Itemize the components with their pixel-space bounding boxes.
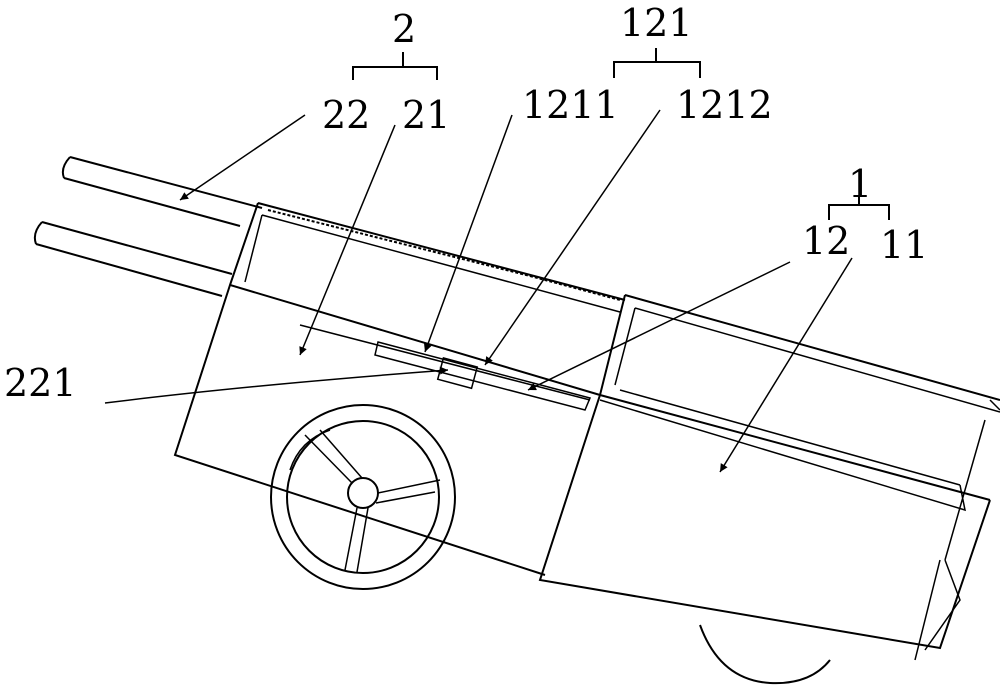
label-21: 21	[402, 93, 451, 137]
handle-bars	[33, 156, 263, 297]
label-1212: 1212	[676, 83, 773, 127]
label-1211: 1211	[522, 83, 619, 127]
label-22: 22	[322, 93, 371, 137]
rear-box-21	[173, 202, 626, 576]
label-1: 1	[848, 162, 873, 206]
label-11: 11	[880, 223, 929, 267]
leader-lines	[104, 109, 853, 473]
label-2: 2	[392, 7, 417, 51]
label-12: 12	[802, 219, 851, 263]
wheel	[270, 404, 456, 590]
front-wheel	[699, 624, 831, 685]
label-121: 121	[620, 1, 693, 45]
label-brackets	[352, 48, 890, 220]
label-221: 221	[4, 361, 77, 405]
